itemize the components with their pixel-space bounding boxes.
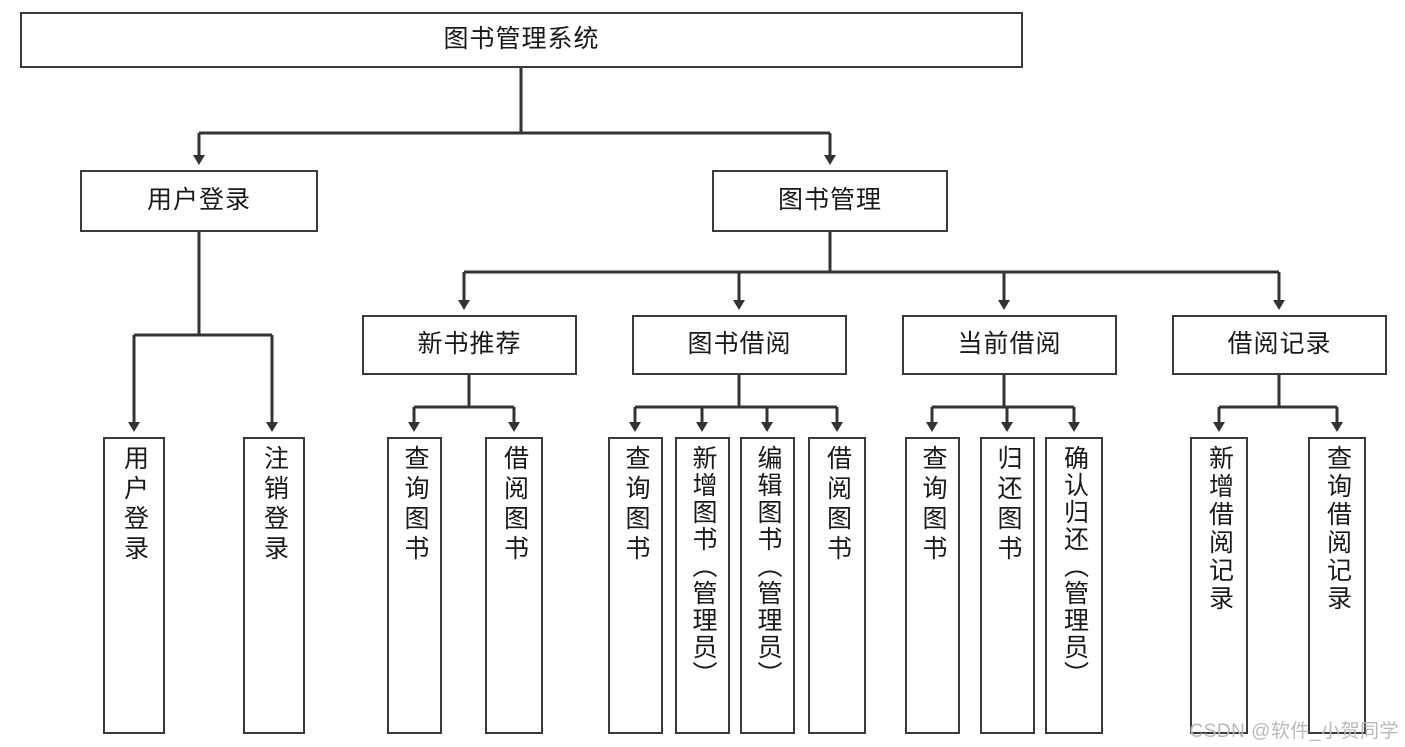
node-user-login-label: 用户登录 [146, 186, 251, 215]
node-root[interactable]: 图书管理系统 [20, 12, 1023, 68]
leaf-query-book-3-label: 查询图书 [919, 445, 947, 565]
node-new-book-recommend[interactable]: 新书推荐 [362, 315, 577, 375]
leaf-borrow-book-1-label: 借阅图书 [500, 445, 529, 565]
node-book-borrow-label: 图书借阅 [687, 330, 792, 359]
leaf-query-book-1[interactable]: 查询图书 [387, 437, 442, 734]
leaf-borrow-book-2-label: 借阅图书 [823, 445, 852, 565]
leaf-return-book-label: 归还图书 [994, 445, 1022, 565]
node-book-borrow[interactable]: 图书借阅 [632, 315, 847, 375]
leaf-add-record[interactable]: 新增借阅记录 [1190, 437, 1248, 734]
leaf-logout-label: 注销登录 [260, 445, 289, 565]
node-book-manage-label: 图书管理 [777, 186, 882, 215]
leaf-query-book-2-label: 查询图书 [622, 445, 650, 565]
node-current-borrow[interactable]: 当前借阅 [902, 315, 1117, 375]
leaf-user-login[interactable]: 用户登录 [103, 437, 165, 734]
leaf-borrow-book-1[interactable]: 借阅图书 [485, 437, 543, 734]
leaf-query-book-1-label: 查询图书 [401, 445, 429, 565]
leaf-query-record-label: 查询借阅记录 [1323, 445, 1352, 613]
leaf-return-book[interactable]: 归还图书 [980, 437, 1035, 734]
leaf-add-book-label: 新增图书（管理员） [689, 445, 717, 688]
leaf-add-book[interactable]: 新增图书（管理员） [675, 437, 730, 734]
leaf-query-book-3[interactable]: 查询图书 [905, 437, 960, 734]
leaf-user-login-label: 用户登录 [120, 445, 149, 565]
leaf-borrow-book-2[interactable]: 借阅图书 [808, 437, 866, 734]
leaf-add-record-label: 新增借阅记录 [1205, 445, 1234, 613]
leaf-edit-book-label: 编辑图书（管理员） [754, 445, 782, 688]
node-current-borrow-label: 当前借阅 [957, 330, 1062, 359]
node-new-book-recommend-label: 新书推荐 [417, 330, 522, 359]
leaf-query-book-2[interactable]: 查询图书 [608, 437, 663, 734]
leaf-confirm-return[interactable]: 确认归还（管理员） [1045, 437, 1103, 734]
leaf-query-record[interactable]: 查询借阅记录 [1308, 437, 1366, 734]
node-root-label: 图书管理系统 [443, 25, 600, 54]
leaf-logout[interactable]: 注销登录 [243, 437, 305, 734]
node-borrow-record-label: 借阅记录 [1227, 330, 1332, 359]
leaf-edit-book[interactable]: 编辑图书（管理员） [740, 437, 795, 734]
node-user-login[interactable]: 用户登录 [80, 170, 318, 232]
node-borrow-record[interactable]: 借阅记录 [1172, 315, 1387, 375]
leaf-confirm-return-label: 确认归还（管理员） [1060, 445, 1089, 688]
node-book-manage[interactable]: 图书管理 [712, 170, 948, 232]
